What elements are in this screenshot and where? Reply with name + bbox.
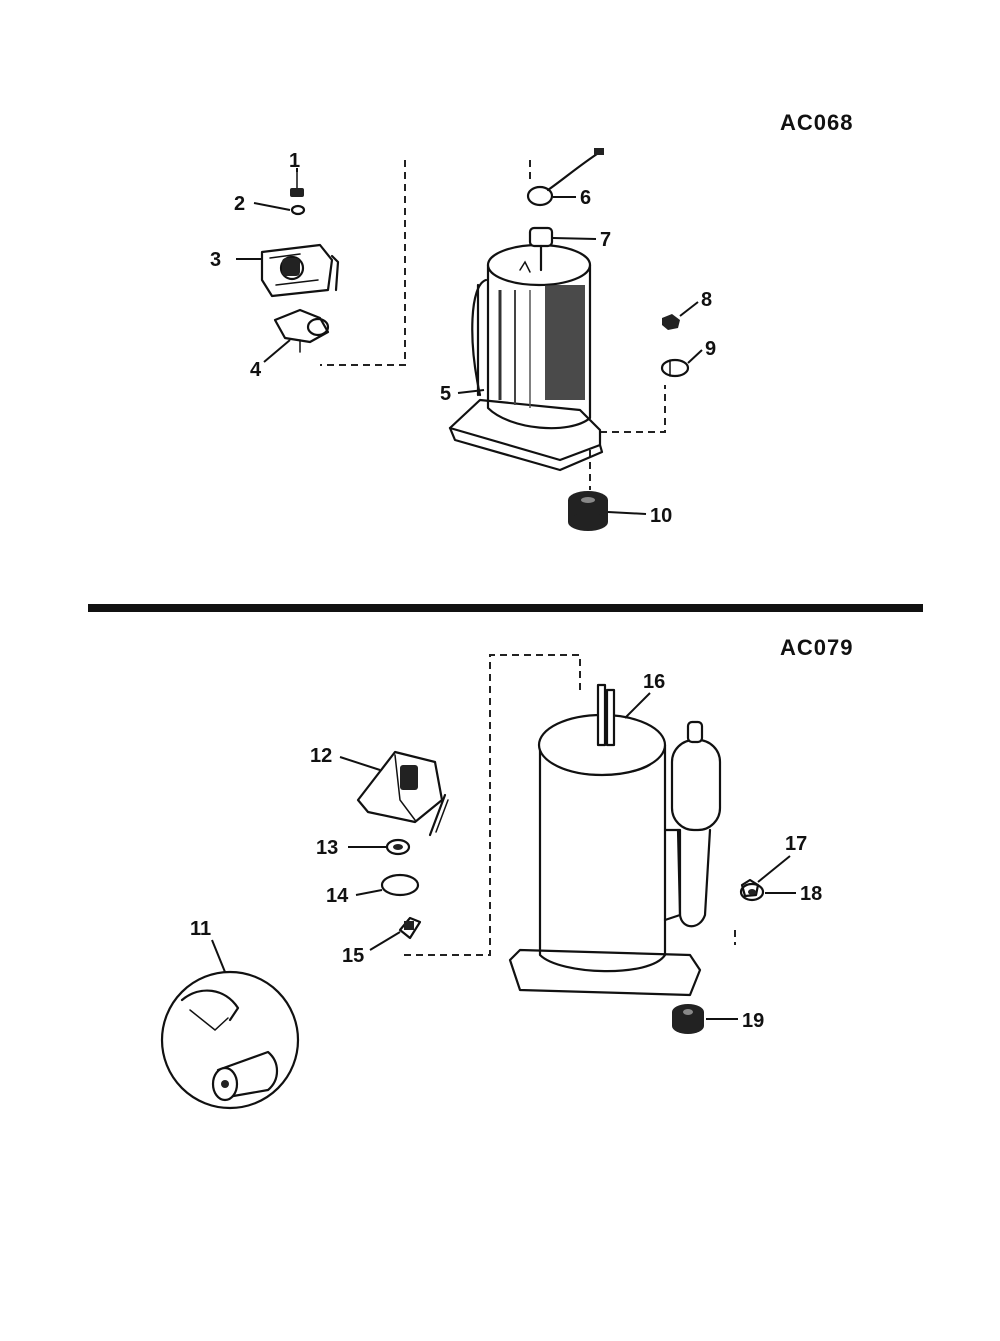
- callout-18: 18: [800, 883, 822, 905]
- assembly-line-bottom: [400, 654, 581, 956]
- leader-5: [457, 389, 485, 394]
- leader-12: [339, 756, 381, 771]
- leader-8: [679, 301, 699, 317]
- callout-2: 2: [234, 193, 245, 215]
- part-14-gasket: [380, 873, 420, 897]
- part-18-washer: [739, 882, 765, 902]
- leader-2: [253, 202, 291, 211]
- leader-16: [624, 692, 651, 719]
- callout-16: 16: [643, 671, 665, 693]
- part-1-screw: [290, 171, 304, 197]
- part-17-nut: [740, 878, 760, 898]
- part-3-overload-assembly: [260, 243, 340, 298]
- section-divider: [88, 604, 923, 612]
- part-7-fitting: [528, 226, 554, 272]
- assembly-line-top-right: [600, 385, 666, 433]
- diagram-code-top: AC068: [780, 110, 853, 135]
- part-13-nut: [385, 838, 411, 856]
- callout-11: 11: [190, 918, 211, 940]
- callout-14: 14: [326, 885, 349, 907]
- callout-19: 19: [742, 1010, 764, 1032]
- compressor-shading: [498, 285, 585, 408]
- leader-11: [211, 939, 226, 973]
- callout-15: 15: [342, 945, 364, 967]
- callout-8: 8: [701, 289, 712, 311]
- part-2-washer: [290, 204, 306, 216]
- callout-13: 13: [316, 837, 338, 859]
- part-11-detail-inset: [160, 970, 300, 1110]
- callout-4: 4: [250, 359, 262, 381]
- callout-12: 12: [310, 745, 332, 767]
- callout-9: 9: [705, 338, 716, 360]
- leader-10: [607, 511, 647, 515]
- callout-10: 10: [650, 505, 672, 527]
- part-8-nut: [662, 314, 680, 330]
- part-16-compressor: [508, 683, 722, 997]
- part-10-mounting-grommet: [568, 491, 608, 531]
- assembly-line-top-left: [320, 160, 406, 366]
- callout-17: 17: [785, 833, 807, 855]
- leader-14: [355, 889, 383, 896]
- callout-6: 6: [580, 187, 591, 209]
- part-19-mounting-grommet: [672, 1004, 704, 1034]
- callout-5: 5: [440, 383, 451, 405]
- leader-7: [552, 237, 597, 240]
- leader-15: [369, 931, 401, 951]
- part-6-connector: [526, 148, 604, 207]
- part-12-terminal-cover: [356, 750, 449, 837]
- callout-3: 3: [210, 249, 221, 271]
- part-4-terminal-cover: [273, 308, 330, 353]
- callout-7: 7: [600, 229, 611, 251]
- part-15-clip: [398, 916, 422, 940]
- diagram-code-bottom: AC079: [780, 635, 853, 660]
- part-9-grommet: [660, 358, 690, 378]
- accumulator: [670, 720, 722, 928]
- leader-4: [263, 339, 291, 363]
- part-5-compressor: [448, 243, 604, 472]
- leader-9: [687, 349, 703, 364]
- callout-1: 1: [289, 150, 300, 172]
- leader-17: [757, 855, 791, 883]
